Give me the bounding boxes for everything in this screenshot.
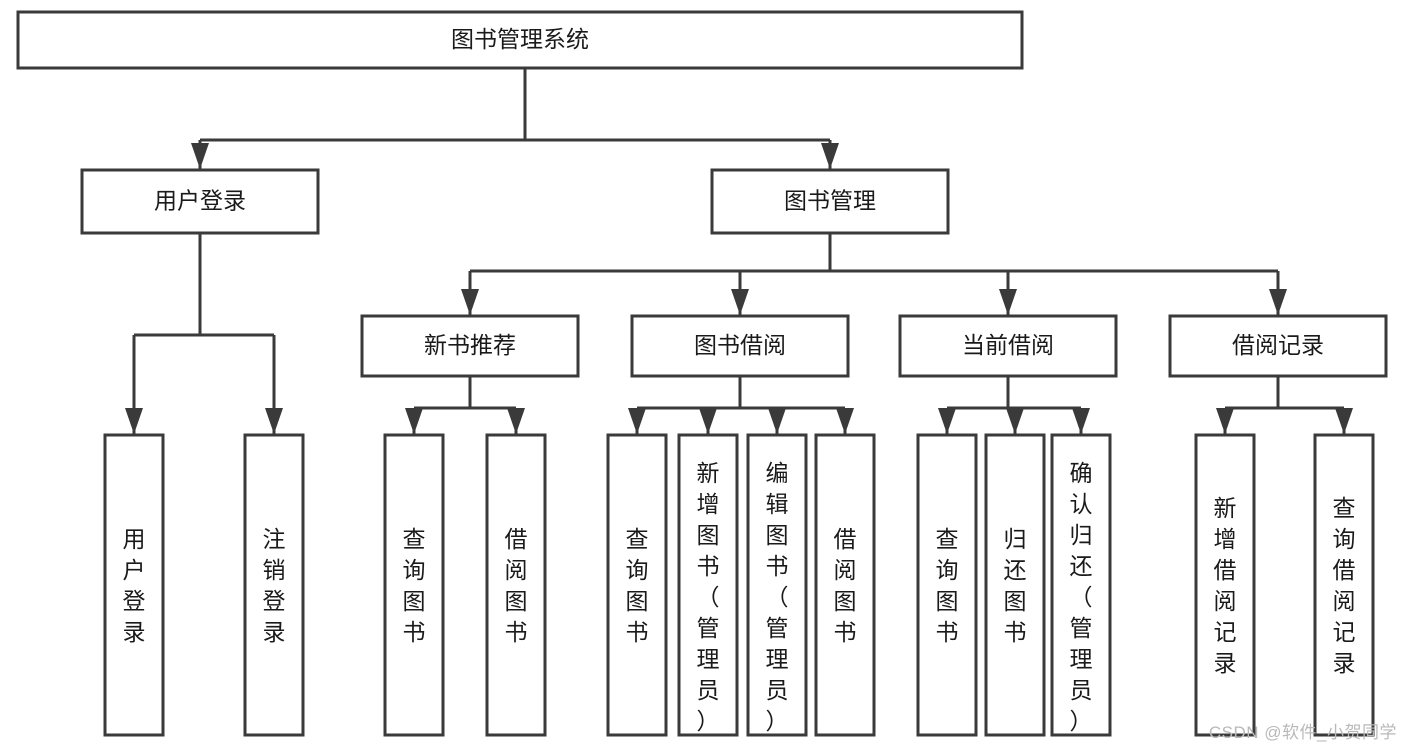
node-label-leaf-add-borrow-record: 新增借阅记录 (1214, 495, 1237, 676)
arrow-head-icon-new-book-recommend (461, 289, 479, 315)
arrow-head-icon-leaf-query-book (628, 408, 646, 434)
node-label-leaf-edit-book-admin: 编辑图书（管理员） (766, 460, 789, 734)
node-box-leaf-borrow-book (814, 433, 876, 737)
node-label-current-borrow: 当前借阅 (962, 332, 1054, 358)
node-leaf-add-book-admin[interactable]: 新增图书（管理员） (677, 433, 739, 737)
node-leaf-user-login[interactable]: 用户登录 (103, 433, 165, 737)
node-box-book-manage (710, 168, 950, 235)
node-box-leaf-query-book-current (916, 433, 978, 737)
node-label-book-manage: 图书管理 (784, 188, 876, 214)
node-current-borrow[interactable]: 当前借阅 (898, 314, 1118, 378)
arrow-head-icon-leaf-query-borrow-record (1335, 408, 1353, 434)
node-book-manage[interactable]: 图书管理 (710, 168, 950, 235)
node-label-leaf-query-borrow-record: 查询借阅记录 (1333, 495, 1356, 676)
node-box-leaf-user-login (103, 433, 165, 737)
node-leaf-user-logout[interactable]: 注销登录 (243, 433, 305, 737)
node-book-borrow[interactable]: 图书借阅 (630, 314, 850, 378)
arrow-head-icon-user-login (191, 143, 209, 169)
arrow-head-icon-leaf-user-login (125, 408, 143, 434)
node-label-borrow-record: 借阅记录 (1232, 332, 1324, 358)
node-box-leaf-add-borrow-record (1194, 433, 1256, 737)
arrow-head-icon-leaf-return-book (1006, 408, 1024, 434)
node-label-leaf-query-book-recommend: 查询图书 (403, 526, 426, 645)
arrow-head-icon-leaf-borrow-book (836, 408, 854, 434)
node-box-root (16, 10, 1024, 70)
node-label-leaf-query-book-current: 查询图书 (936, 526, 959, 645)
node-box-leaf-borrow-book-recommend (485, 433, 547, 737)
node-leaf-edit-book-admin[interactable]: 编辑图书（管理员） (746, 433, 808, 737)
node-label-leaf-confirm-return-admin: 确认归还（管理员） (1070, 460, 1093, 734)
arrow-head-icon-leaf-add-book-admin (699, 408, 717, 434)
arrow-head-icon-leaf-borrow-book-recommend (507, 408, 525, 434)
node-label-new-book-recommend: 新书推荐 (424, 332, 516, 358)
connectors-layer (125, 68, 1353, 434)
nodes-layer: 图书管理系统用户登录图书管理新书推荐图书借阅当前借阅借阅记录用户登录注销登录查询… (16, 10, 1388, 737)
node-root[interactable]: 图书管理系统 (16, 10, 1024, 70)
node-label-root: 图书管理系统 (451, 26, 589, 52)
node-box-leaf-confirm-return-admin (1050, 433, 1112, 737)
node-label-leaf-add-book-admin: 新增图书（管理员） (697, 460, 720, 734)
node-label-leaf-user-login: 用户登录 (123, 526, 146, 645)
node-leaf-query-book[interactable]: 查询图书 (606, 433, 668, 737)
node-box-leaf-query-book-recommend (383, 433, 445, 737)
arrow-head-icon-borrow-record (1269, 289, 1287, 315)
arrow-head-icon-leaf-query-book-current (938, 408, 956, 434)
node-box-leaf-query-borrow-record (1313, 433, 1375, 737)
node-box-book-borrow (630, 314, 850, 378)
node-label-leaf-borrow-book: 借阅图书 (834, 526, 857, 645)
arrow-head-icon-book-borrow (731, 289, 749, 315)
node-leaf-add-borrow-record[interactable]: 新增借阅记录 (1194, 433, 1256, 737)
node-leaf-borrow-book-recommend[interactable]: 借阅图书 (485, 433, 547, 737)
node-box-leaf-user-logout (243, 433, 305, 737)
arrow-head-icon-current-borrow (999, 289, 1017, 315)
node-leaf-confirm-return-admin[interactable]: 确认归还（管理员） (1050, 433, 1112, 737)
node-leaf-query-book-recommend[interactable]: 查询图书 (383, 433, 445, 737)
node-label-leaf-user-logout: 注销登录 (263, 526, 286, 645)
node-box-user-login (80, 168, 320, 235)
node-box-leaf-add-book-admin (677, 433, 739, 737)
node-leaf-query-borrow-record[interactable]: 查询借阅记录 (1313, 433, 1375, 737)
node-box-leaf-query-book (606, 433, 668, 737)
node-leaf-borrow-book[interactable]: 借阅图书 (814, 433, 876, 737)
node-box-borrow-record (1168, 314, 1388, 378)
node-box-new-book-recommend (360, 314, 580, 378)
arrow-head-icon-leaf-edit-book-admin (768, 408, 786, 434)
node-borrow-record[interactable]: 借阅记录 (1168, 314, 1388, 378)
node-box-current-borrow (898, 314, 1118, 378)
arrow-head-icon-leaf-add-borrow-record (1216, 408, 1234, 434)
node-box-leaf-return-book (984, 433, 1046, 737)
node-label-book-borrow: 图书借阅 (694, 332, 786, 358)
arrow-head-icon-leaf-user-logout (265, 408, 283, 434)
node-box-leaf-edit-book-admin (746, 433, 808, 737)
node-label-leaf-borrow-book-recommend: 借阅图书 (505, 526, 528, 645)
watermark-label: CSDN @软件_小贺同学 (1208, 723, 1397, 742)
arrow-head-icon-book-manage (821, 143, 839, 169)
arrow-head-icon-leaf-query-book-recommend (405, 408, 423, 434)
node-label-leaf-query-book: 查询图书 (626, 526, 649, 645)
node-leaf-query-book-current[interactable]: 查询图书 (916, 433, 978, 737)
node-leaf-return-book[interactable]: 归还图书 (984, 433, 1046, 737)
node-label-user-login: 用户登录 (154, 188, 246, 214)
node-user-login[interactable]: 用户登录 (80, 168, 320, 235)
arrow-head-icon-leaf-confirm-return-admin (1072, 408, 1090, 434)
node-label-leaf-return-book: 归还图书 (1004, 526, 1027, 645)
node-new-book-recommend[interactable]: 新书推荐 (360, 314, 580, 378)
